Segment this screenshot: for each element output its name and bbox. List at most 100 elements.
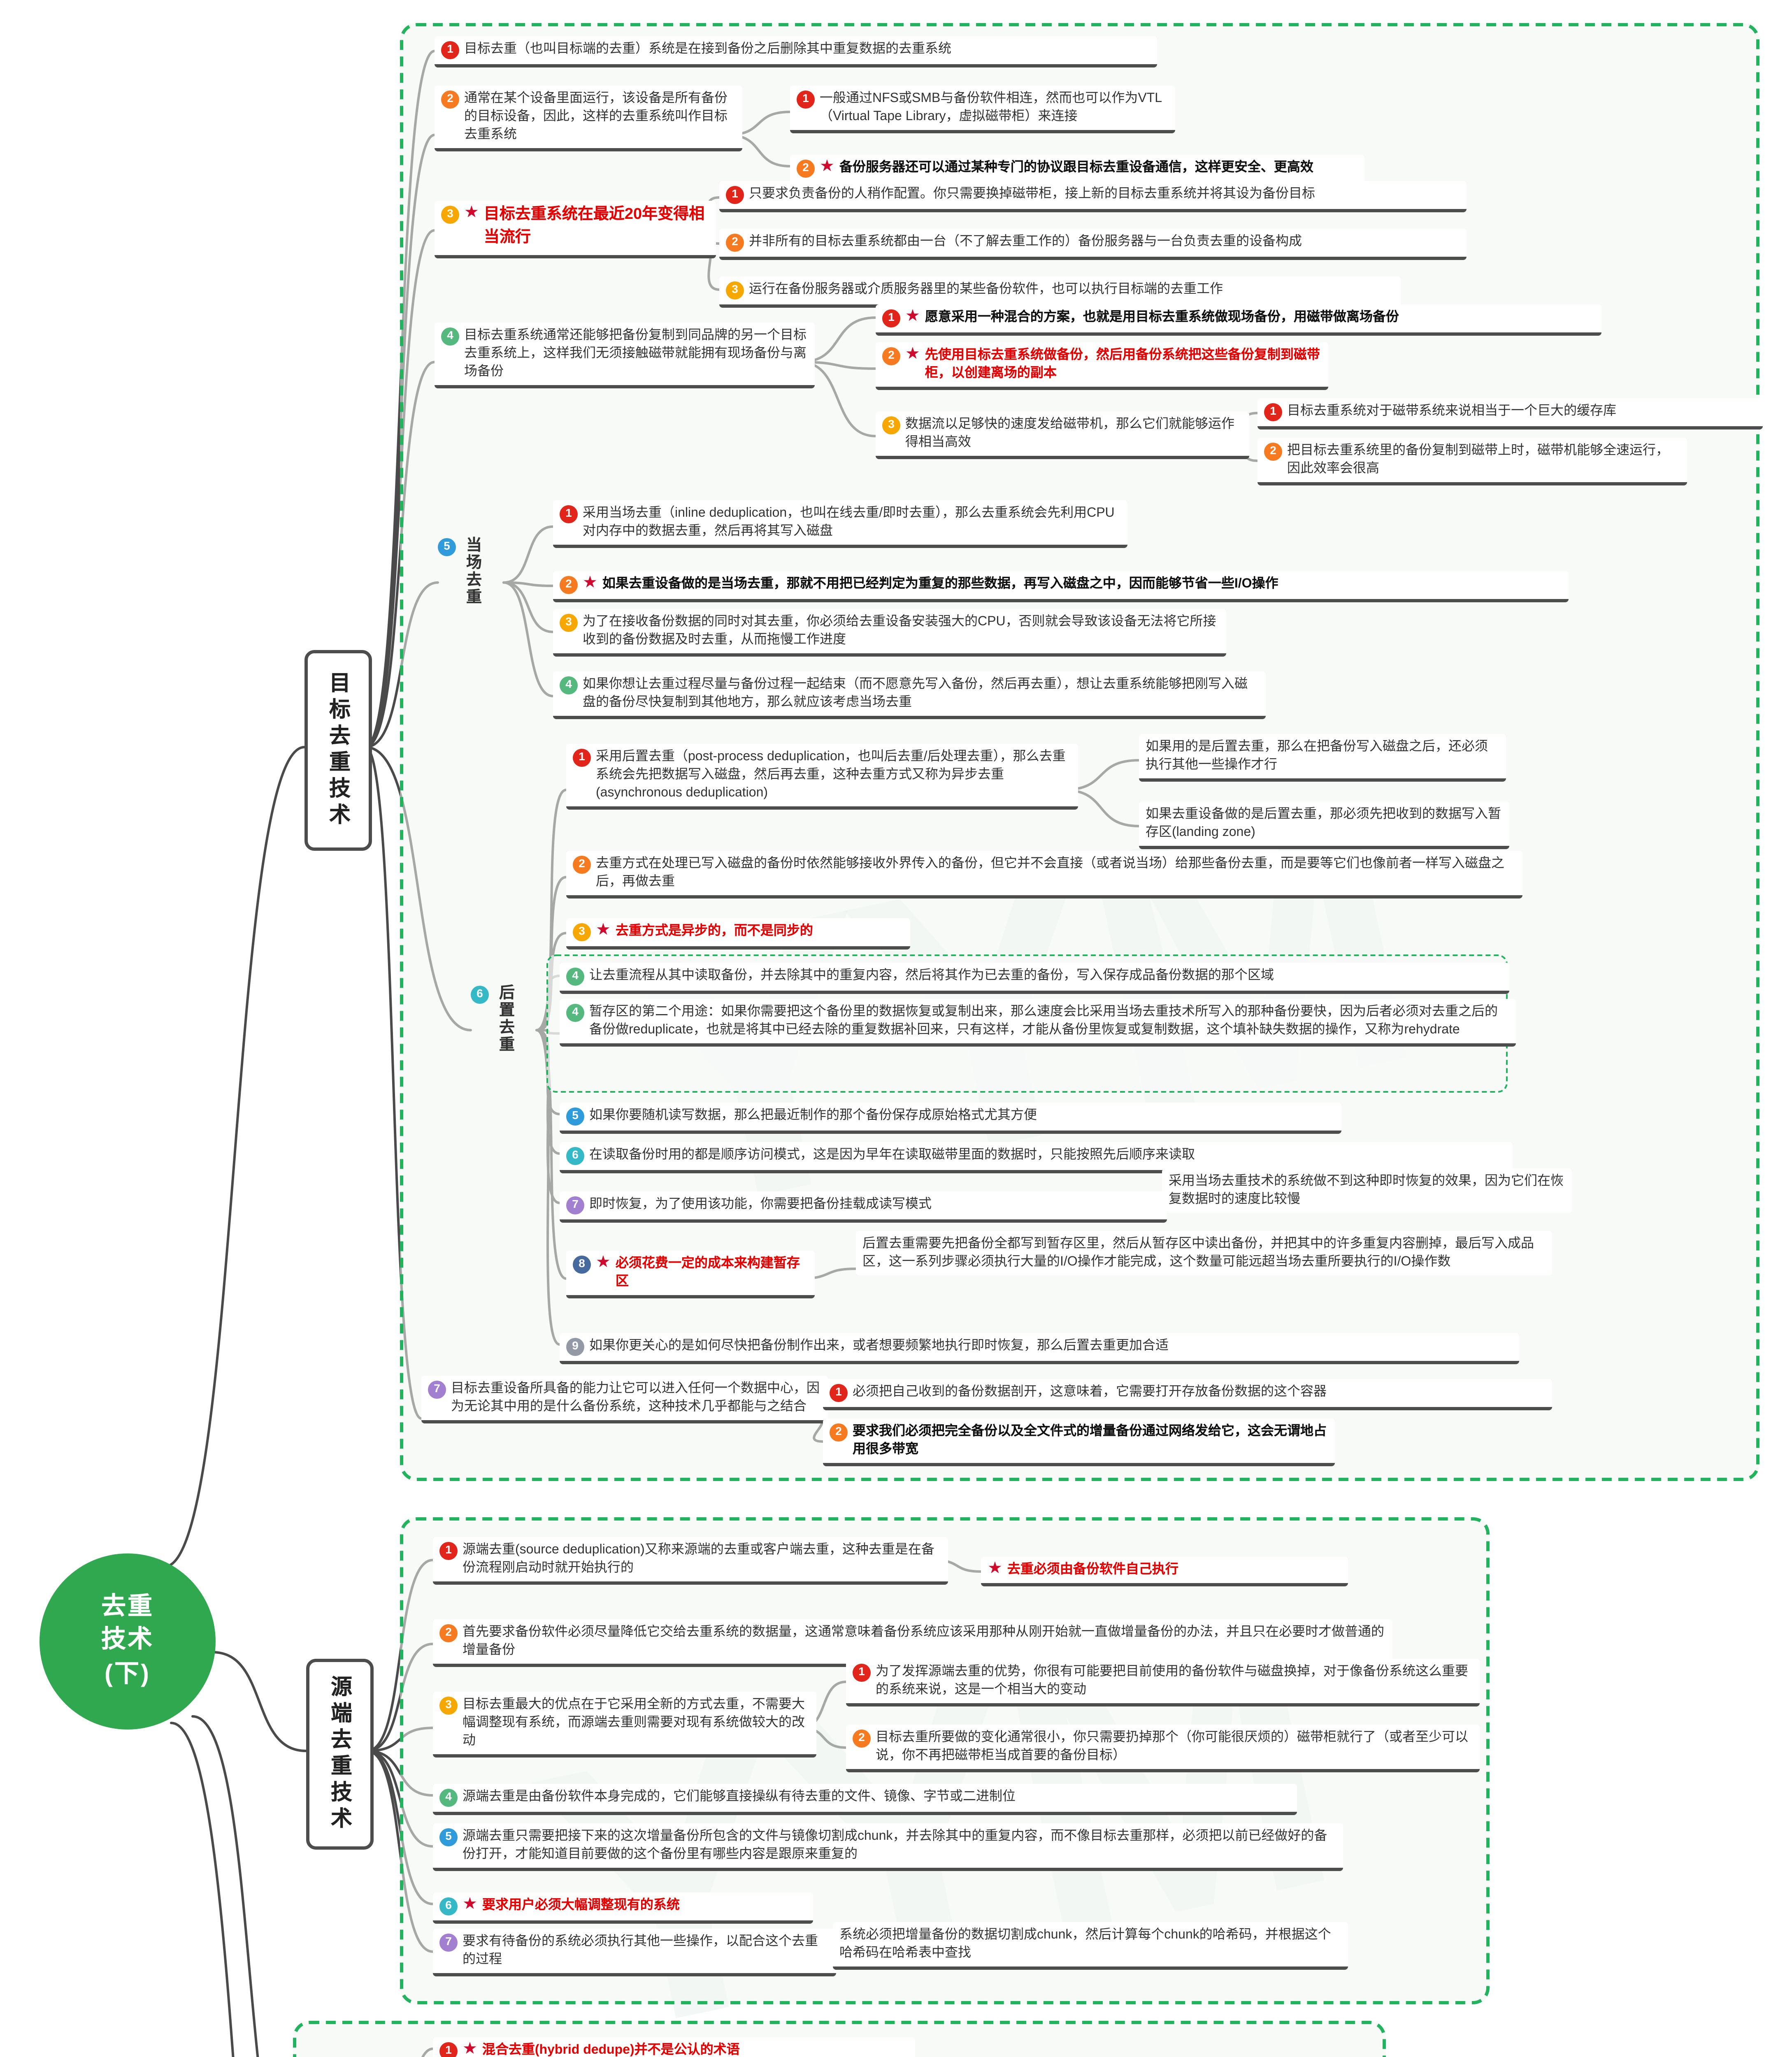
node-post-dedup-label[interactable]: 6 后置去重 (471, 984, 584, 1053)
star-icon: ★ (464, 204, 479, 222)
number-badge: 2 (1264, 443, 1282, 461)
node-text: 去重方式在处理已写入磁盘的备份时依然能够接收外界传入的备份，但它并不会直接（或者… (596, 856, 1504, 889)
node-text: 系统必须把增量备份的数据切割成chunk，然后计算每个chunk的哈希码，并根据… (839, 1927, 1331, 1960)
node-text: 让去重流程从其中读取备份，并去除其中的重复内容，然后将其作为已去重的备份，写入保… (589, 968, 1274, 982)
node-text: 必须把自己收到的备份数据剖开，这意味着，它需要打开存放备份数据的这个容器 (853, 1384, 1327, 1399)
node-t4[interactable]: 4 目标去重系统通常还能够把备份复制到同品牌的另一个目标去重系统上，这样我们无须… (435, 323, 815, 389)
node-t4-3[interactable]: 3 数据流以足够快的速度发给磁带机，那么它们就能够运作得相当高效 (876, 411, 1249, 460)
number-badge: 3 (726, 281, 744, 299)
number-badge: 7 (428, 1381, 446, 1399)
number-badge: 7 (439, 1934, 458, 1952)
node-t7-2[interactable]: 2 要求我们必须把完全备份以及全文件式的增量备份通过网络发给它，这会无谓地占用很… (823, 1419, 1335, 1467)
node-text: 采用后置去重（post-process deduplication，也叫后去重/… (596, 749, 1066, 800)
number-badge: 2 (439, 1624, 458, 1642)
node-text: 采用当场去重（inline deduplication，也叫在线去重/即时去重）… (583, 505, 1115, 539)
node-text: 通常在某个设备里面运行，该设备是所有备份的目标设备，因此，这样的去重系统叫作目标… (464, 91, 727, 142)
node-t5-4[interactable]: 4 如果你想让去重过程尽量与备份过程一起结束（而不愿意先写入备份，然后再去重），… (553, 671, 1266, 720)
node-t6-2[interactable]: 2 去重方式在处理已写入磁盘的备份时依然能够接收外界传入的备份，但它并不会直接（… (566, 851, 1522, 899)
node-t6-9-1[interactable]: 后置去重需要先把备份全都写到暂存区里，然后从暂存区中读出备份，并把其中的许多重复… (856, 1231, 1552, 1276)
node-s3-1[interactable]: 1 为了发挥源端去重的优势，你很有可能要把目前使用的备份软件与磁盘换掉，对于像备… (846, 1659, 1480, 1707)
node-t7[interactable]: 7 目标去重设备所具备的能力让它可以进入任何一个数据中心，因为无论其中用的是什么… (421, 1376, 828, 1424)
node-s7[interactable]: 7 要求有待备份的系统必须执行其他一些操作，以配合这个去重的过程 (433, 1929, 836, 1977)
number-badge: 1 (726, 186, 744, 204)
number-badge: 1 (573, 749, 591, 767)
branch-source-dedup[interactable]: 源端去重技术 (306, 1659, 374, 1850)
node-t6-9[interactable]: 8 ★ 必须花费一定的成本来构建暂存区 (566, 1251, 815, 1299)
node-t6-4[interactable]: 4 让去重流程从其中读取备份，并去除其中的重复内容，然后将其作为已去重的备份，写… (560, 963, 1509, 994)
number-badge: 2 (830, 1423, 848, 1442)
node-t6-3[interactable]: 3 ★ 去重方式是异步的，而不是同步的 (566, 918, 910, 950)
node-text: 要求有待备份的系统必须执行其他一些操作，以配合这个去重的过程 (463, 1934, 818, 1967)
node-t4-3-1[interactable]: 1 目标去重系统对于磁带系统来说相当于一个巨大的缓存库 (1257, 398, 1763, 430)
node-t6-8-1[interactable]: 采用当场去重技术的系统做不到这种即时恢复的效果，因为它们在恢复数据时的速度比较慢 (1162, 1168, 1572, 1213)
star-icon: ★ (463, 1896, 477, 1914)
node-t5-3[interactable]: 3 为了在接收备份数据的同时对其去重，你必须给去重设备安装强大的CPU，否则就会… (553, 609, 1226, 657)
node-text: 先使用目标去重系统做备份，然后用备份系统把这些备份复制到磁带柜，以创建离场的副本 (925, 347, 1320, 381)
node-t3[interactable]: 3 ★ 目标去重系统在最近20年变得相当流行 (435, 201, 716, 258)
central-topic-line1: 去重 (101, 1593, 154, 1621)
node-t3-1[interactable]: 1 只要求负责备份的人稍作配置。你只需要换掉磁带柜，接上新的目标去重系统并将其设… (719, 181, 1467, 212)
node-t5-1[interactable]: 1 采用当场去重（inline deduplication，也叫在线去重/即时去… (553, 500, 1127, 548)
number-badge: 4 (566, 1004, 584, 1022)
node-text: 目标去重所要做的变化通常很小，你只需要扔掉那个（你可能很厌烦的）磁带柜就行了（或… (876, 1730, 1468, 1763)
number-badge: 2 (726, 234, 744, 252)
node-t6-7[interactable]: 6 在读取备份时用的都是顺序访问模式，这是因为早年在读取磁带里面的数据时，只能按… (560, 1142, 1513, 1173)
node-text: 目标去重系统在最近20年变得相当流行 (483, 206, 705, 247)
number-badge: 1 (830, 1384, 848, 1402)
node-s3[interactable]: 3 目标去重最大的优点在于它采用全新的方式去重，不需要大幅调整现有系统，而源端去… (433, 1692, 816, 1758)
number-badge: 1 (1264, 403, 1282, 421)
node-t6-1-1[interactable]: 如果用的是后置去重，那么在把备份写入磁盘之后，还必须执行其他一些操作才行 (1139, 734, 1506, 782)
node-t6-6[interactable]: 5 如果你要随机读写数据，那么把最近制作的那个备份保存成原始格式尤其方便 (560, 1103, 1341, 1134)
number-badge: 3 (439, 1697, 458, 1715)
node-text: 即时恢复，为了使用该功能，你需要把备份挂载成读写模式 (589, 1196, 932, 1211)
star-icon: ★ (905, 308, 920, 326)
node-t6-5[interactable]: 4 暂存区的第二个用途：如果你需要把这个备份里的数据恢复或复制出来，那么速度会比… (560, 999, 1516, 1047)
node-h1[interactable]: 1 ★ 混合去重(hybrid dedupe)并不是公认的术语 (433, 2037, 915, 2057)
central-topic-line2: 技术 (101, 1626, 154, 1655)
number-badge: 1 (439, 2042, 458, 2057)
branch-target-dedup[interactable]: 目标去重技术 (304, 650, 372, 851)
star-icon: ★ (596, 922, 611, 940)
branch-source-label: 源端去重技术 (328, 1675, 352, 1833)
node-t6-8[interactable]: 7 即时恢复，为了使用该功能，你需要把备份挂载成读写模式 (560, 1191, 1167, 1223)
number-badge: 1 (797, 91, 815, 109)
node-t7-1[interactable]: 1 必须把自己收到的备份数据剖开，这意味着，它需要打开存放备份数据的这个容器 (823, 1379, 1552, 1410)
node-text: 首先要求备份软件必须尽量降低它交给去重系统的数据量，这通常意味着备份系统应该采用… (463, 1624, 1384, 1658)
number-badge: 1 (560, 505, 578, 523)
central-topic[interactable]: 去重 技术 (下) (40, 1553, 216, 1730)
number-badge: 1 (441, 41, 459, 59)
number-badge: 4 (439, 1789, 458, 1807)
number-badge: 4 (560, 676, 578, 694)
node-t6-10[interactable]: 9 如果你更关心的是如何尽快把备份制作出来，或者想要频繁地执行即时恢复，那么后置… (560, 1333, 1519, 1364)
node-t2-1[interactable]: 1 一般通过NFS或SMB与备份软件相连，然而也可以作为VTL（Virtual … (790, 86, 1175, 134)
node-text: 后置去重需要先把备份全都写到暂存区里，然后从暂存区中读出备份，并把其中的许多重复… (862, 1236, 1534, 1269)
node-t1[interactable]: 1 目标去重（也叫目标端的去重）系统是在接到备份之后删除其中重复数据的去重系统 (435, 36, 1157, 67)
node-text: 要求用户必须大幅调整现有的系统 (482, 1897, 680, 1912)
node-t6-1[interactable]: 1 采用后置去重（post-process deduplication，也叫后去… (566, 744, 1078, 810)
node-t3-3[interactable]: 3 运行在备份服务器或介质服务器里的某些备份软件，也可以执行目标端的去重工作 (719, 276, 1401, 308)
node-t2[interactable]: 2 通常在某个设备里面运行，该设备是所有备份的目标设备，因此，这样的去重系统叫作… (435, 86, 742, 152)
node-t6-1-2[interactable]: 如果去重设备做的是后置去重，那必须先把收到的数据写入暂存区(landing zo… (1139, 801, 1509, 850)
node-inline-dedup-label[interactable]: 5 当场去重 (438, 536, 551, 606)
node-s4[interactable]: 4 源端去重是由备份软件本身完成的，它们能够直接操纵有待去重的文件、镜像、字节或… (433, 1784, 1297, 1815)
node-t4-1[interactable]: 1 ★ 愿意采用一种混合的方案，也就是用目标去重系统做现场备份，用磁带做离场备份 (876, 304, 1601, 336)
node-s3-2[interactable]: 2 目标去重所要做的变化通常很小，你只需要扔掉那个（你可能很厌烦的）磁带柜就行了… (846, 1725, 1480, 1773)
star-icon: ★ (463, 2041, 477, 2057)
node-s1-1[interactable]: ★ 去重必须由备份软件自己执行 (981, 1557, 1348, 1587)
node-s6[interactable]: 6 ★ 要求用户必须大幅调整现有的系统 (433, 1892, 813, 1924)
node-text: 采用当场去重技术的系统做不到这种即时恢复的效果，因为它们在恢复数据时的速度比较慢 (1169, 1173, 1564, 1207)
number-badge: 1 (439, 1542, 458, 1560)
node-s5[interactable]: 5 源端去重只需要把接下来的这次增量备份所包含的文件与镜像切割成chunk，并去… (433, 1823, 1343, 1871)
node-s7-1[interactable]: 系统必须把增量备份的数据切割成chunk，然后计算每个chunk的哈希码，并根据… (833, 1922, 1348, 1970)
node-t3-2[interactable]: 2 并非所有的目标去重系统都由一台（不了解去重工作的）备份服务器与一台负责去重的… (719, 229, 1467, 260)
node-t4-2[interactable]: 2 ★ 先使用目标去重系统做备份，然后用备份系统把这些备份复制到磁带柜，以创建离… (876, 342, 1328, 390)
node-text: 为了发挥源端去重的优势，你很有可能要把目前使用的备份软件与磁盘换掉，对于像备份系… (876, 1664, 1468, 1697)
star-icon: ★ (583, 574, 597, 592)
node-t4-3-2[interactable]: 2 把目标去重系统里的备份复制到磁带上时，磁带机能够全速运行，因此效率会很高 (1257, 438, 1687, 486)
number-badge: 9 (566, 1338, 584, 1356)
node-s1[interactable]: 1 源端去重(source deduplication)又称来源端的去重或客户端… (433, 1537, 948, 1585)
number-badge: 5 (439, 1828, 458, 1846)
node-t5-2[interactable]: 2 ★ 如果去重设备做的是当场去重，那就不用把已经判定为重复的那些数据，再写入磁… (553, 571, 1569, 602)
number-badge: 6 (566, 1147, 584, 1165)
number-badge: 2 (560, 576, 578, 594)
